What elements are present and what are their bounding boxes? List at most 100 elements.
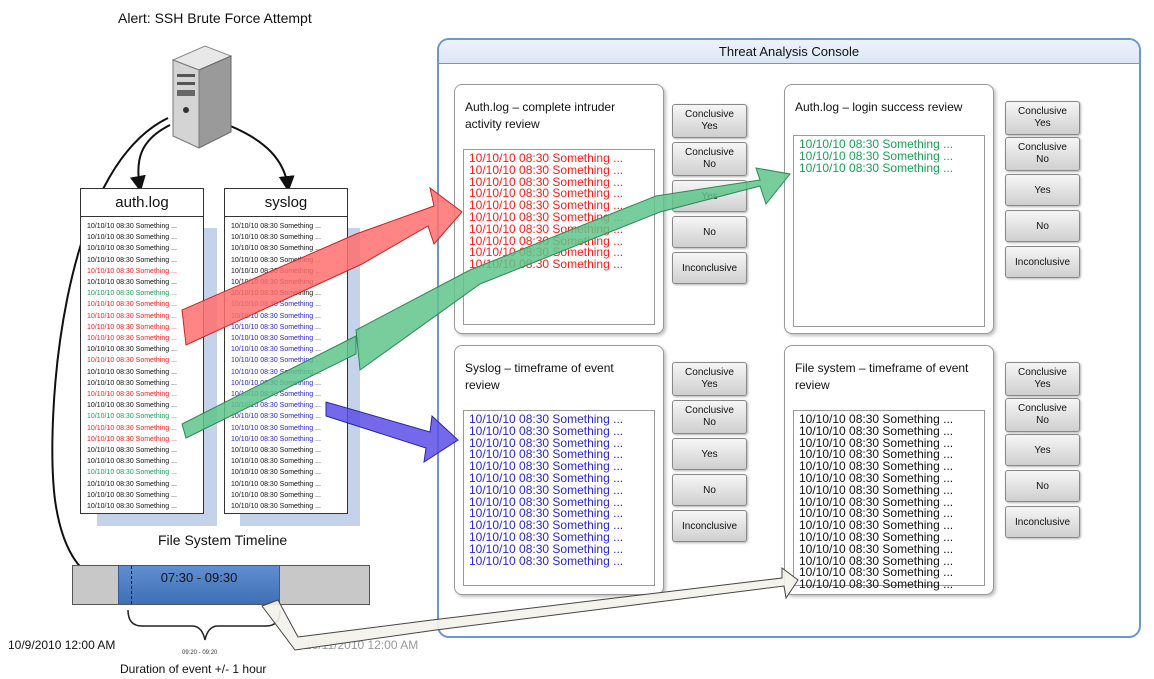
- log-line: 10/10/10 08:30 Something ...: [231, 267, 321, 275]
- log-line: 10/10/10 08:30 Something ...: [231, 357, 321, 365]
- panel-syslog-list: 10/10/10 08:30 Something ...10/10/10 08:…: [463, 410, 655, 586]
- log-line: 10/10/10 08:30 Something ...: [87, 435, 177, 443]
- panel-list-item: 10/10/10 08:30 Something ...: [469, 412, 624, 426]
- log-line: 10/10/10 08:30 Something ...: [231, 335, 321, 343]
- log-line: 10/10/10 08:30 Something ...: [87, 245, 177, 253]
- log-line: 10/10/10 08:30 Something ...: [87, 301, 177, 309]
- duration-label: Duration of event +/- 1 hour: [120, 662, 267, 676]
- log-line: 10/10/10 08:30 Something ...: [231, 301, 321, 309]
- panel-auth-success-title: Auth.log – login success review: [795, 100, 963, 114]
- alert-title: Alert: SSH Brute Force Attempt: [118, 10, 312, 26]
- log-line: 10/10/10 08:30 Something ...: [87, 491, 177, 499]
- panel-list-item: 10/10/10 08:30 Something ...: [469, 435, 624, 450]
- panel-syslog-title: Syslog – timeframe of event review: [465, 361, 614, 392]
- log-line: 10/10/10 08:30 Something ...: [231, 346, 321, 354]
- log-line: 10/10/10 08:30 Something ...: [87, 335, 177, 343]
- log-line: 10/10/10 08:30 Something ...: [87, 458, 177, 466]
- panel-list-item: 10/10/10 08:30 Something ...: [799, 518, 954, 533]
- log-line: 10/10/10 08:30 Something ...: [87, 480, 177, 488]
- filesystem-no-button[interactable]: No: [1005, 470, 1080, 502]
- log-line: 10/10/10 08:30 Something ...: [231, 480, 321, 488]
- panel-list-item: 10/10/10 08:30 Something ...: [799, 482, 954, 497]
- panel-list-item: 10/10/10 08:30 Something ...: [799, 160, 954, 175]
- log-line: 10/10/10 08:30 Something ...: [87, 323, 177, 331]
- log-line: 10/10/10 08:30 Something ...: [231, 245, 321, 253]
- log-line: 10/10/10 08:30 Something ...: [87, 469, 177, 477]
- filesystem-inconclusive-button[interactable]: Inconclusive: [1005, 506, 1080, 538]
- auth-log-ellipsis: ...: [81, 512, 203, 513]
- panel-list-item: 10/10/10 08:30 Something ...: [469, 151, 624, 165]
- log-line: 10/10/10 08:30 Something ...: [231, 312, 321, 320]
- panel-list-item: 10/10/10 08:30 Something ...: [469, 529, 624, 544]
- log-line: 10/10/10 08:30 Something ...: [231, 458, 321, 466]
- panel-list-item: 10/10/10 08:30 Something ...: [799, 529, 954, 544]
- log-line: 10/10/10 08:30 Something ...: [87, 357, 177, 365]
- panel-list-item: 10/10/10 08:30 Something ...: [799, 541, 954, 556]
- timeline-bar[interactable]: 07:30 - 09:30: [72, 565, 370, 605]
- server-to-syslog-arrow: [227, 124, 295, 192]
- panel-list-item: 10/10/10 08:30 Something ...: [799, 577, 954, 592]
- panel-list-item: 10/10/10 08:30 Something ...: [469, 518, 624, 533]
- brace-label: 09:20 - 09:20: [182, 650, 218, 656]
- syslog-no-button[interactable]: No: [672, 474, 747, 506]
- panel-list-item: 10/10/10 08:30 Something ...: [799, 148, 954, 163]
- auth-success-inconclusive-button[interactable]: Inconclusive: [1005, 246, 1080, 278]
- log-line: 10/10/10 08:30 Something ...: [87, 267, 177, 275]
- syslog-inconclusive-button[interactable]: Inconclusive: [672, 510, 747, 542]
- log-line: 10/10/10 08:30 Something ...: [231, 402, 321, 410]
- log-line: 10/10/10 08:30 Something ...: [87, 256, 177, 264]
- panel-list-item: 10/10/10 08:30 Something ...: [469, 459, 624, 474]
- auth-complete-inconclusive-button[interactable]: Inconclusive: [672, 252, 747, 284]
- log-line: 10/10/10 08:30 Something ...: [87, 279, 177, 287]
- panel-file-system-list: 10/10/10 08:30 Something ...10/10/10 08:…: [793, 410, 985, 590]
- filesystem-yes-button[interactable]: Yes: [1005, 434, 1080, 466]
- auth-success-no-button[interactable]: No: [1005, 210, 1080, 242]
- log-line: 10/10/10 08:30 Something ...: [231, 447, 321, 455]
- log-line: 10/10/10 08:30 Something ...: [231, 279, 321, 287]
- log-line: 10/10/10 08:30 Something ...: [231, 290, 321, 298]
- timeline-event-marker: [131, 566, 132, 604]
- panel-list-item: 10/10/10 08:30 Something ...: [799, 553, 954, 568]
- panel-file-system: File system – timeframe of event review …: [784, 345, 994, 595]
- duration-brace: [127, 609, 281, 641]
- log-line: 10/10/10 08:30 Something ...: [231, 491, 321, 499]
- timeline-start-date: 10/9/2010 12:00 AM: [8, 638, 116, 652]
- timeline-selection[interactable]: 07:30 - 09:30: [118, 566, 280, 604]
- auth-success-yes-button[interactable]: Yes: [1005, 174, 1080, 206]
- log-line: 10/10/10 08:30 Something ...: [87, 234, 177, 242]
- log-line: 10/10/10 08:30 Something ...: [231, 256, 321, 264]
- log-line: 10/10/10 08:30 Something ...: [87, 424, 177, 432]
- panel-auth-complete-title: Auth.log – complete intruder activity re…: [465, 100, 616, 131]
- panel-file-system-title: File system – timeframe of event review: [795, 361, 969, 392]
- log-line: 10/10/10 08:30 Something ...: [87, 368, 177, 376]
- panel-list-item: 10/10/10 08:30 Something ...: [469, 447, 624, 462]
- panel-list-item: 10/10/10 08:30 Something ...: [469, 553, 624, 568]
- panel-auth-success: Auth.log – login success review 10/10/10…: [784, 84, 994, 334]
- panel-list-item: 10/10/10 08:30 Something ...: [799, 470, 954, 485]
- log-line: 10/10/10 08:30 Something ...: [231, 323, 321, 331]
- syslog-yes-button[interactable]: Yes: [672, 438, 747, 470]
- panel-list-item: 10/10/10 08:30 Something ...: [799, 447, 954, 462]
- log-line: 10/10/10 08:30 Something ...: [87, 379, 177, 387]
- log-line: 10/10/10 08:30 Something ...: [231, 368, 321, 376]
- auth-complete-yes-button[interactable]: Yes: [672, 180, 747, 212]
- panel-list-item: 10/10/10 08:30 Something ...: [799, 412, 954, 426]
- auth-complete-no-button[interactable]: No: [672, 216, 747, 248]
- panel-list-item: 10/10/10 08:30 Something ...: [799, 494, 954, 509]
- panel-list-item: 10/10/10 08:30 Something ...: [799, 565, 954, 580]
- log-line: 10/10/10 08:30 Something ...: [87, 290, 177, 298]
- log-line: 10/10/10 08:30 Something ...: [231, 469, 321, 477]
- panel-list-item: 10/10/10 08:30 Something ...: [469, 506, 624, 521]
- panel-list-item: 10/10/10 08:30 Something ...: [799, 423, 954, 438]
- panel-list-item: 10/10/10 08:30 Something ...: [799, 459, 954, 474]
- panel-auth-complete-list: 10/10/10 08:30 Something ...10/10/10 08:…: [463, 149, 655, 325]
